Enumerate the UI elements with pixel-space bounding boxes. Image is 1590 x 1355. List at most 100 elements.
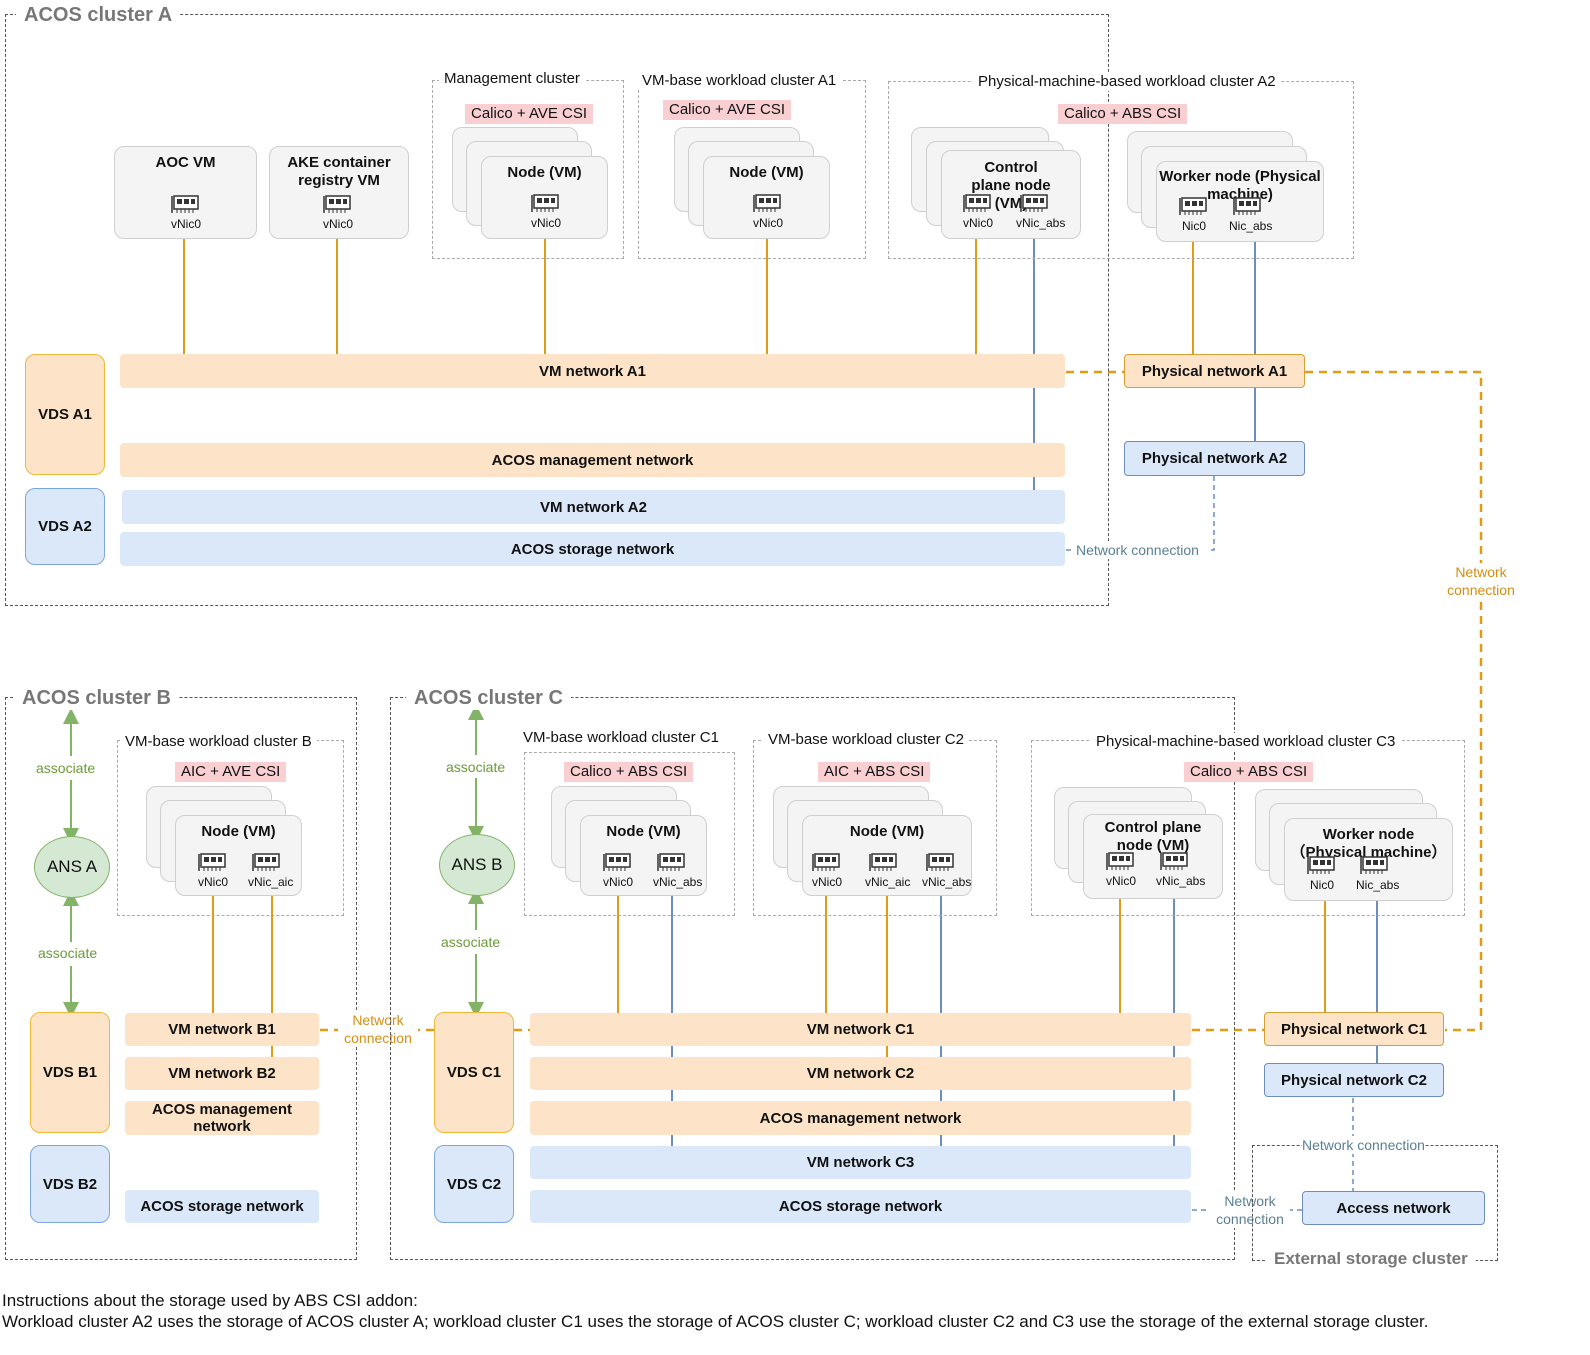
nic-label: vNic_abs	[1016, 216, 1066, 230]
nic-label: vNic0	[962, 216, 993, 230]
ake-registry-card: AKE container registry VM vNic0	[269, 146, 409, 239]
vds-b1: VDS B1	[30, 1012, 110, 1133]
workload-cluster-a1-title: VM-base workload cluster A1	[637, 72, 842, 90]
csi-label: Calico + AVE CSI	[465, 104, 594, 124]
nic-label: vNic_abs	[1156, 874, 1206, 888]
workload-cluster-c2-title: VM-base workload cluster C2	[763, 731, 969, 749]
vds-c1: VDS C1	[434, 1012, 514, 1133]
vm-network-a2: VM network A2	[122, 490, 1065, 524]
network-connection-label: Network connection	[1210, 1192, 1290, 1228]
nic-label: Nic_abs	[1229, 219, 1273, 233]
worker-node-card: Worker node（Physical machine） Nic0 Nic_a…	[1284, 818, 1453, 901]
nic-label: vNic_aic	[248, 875, 294, 889]
network-connection-label: Network connection	[1076, 541, 1199, 559]
vm-network-c2: VM network C2	[530, 1057, 1191, 1090]
vnic0-icon: vNic0	[808, 852, 846, 889]
aoc-vm-card: AOC VM vNic0	[114, 146, 257, 239]
acos-cluster-c	[390, 697, 1235, 1260]
nic-label: vNic0	[811, 875, 842, 889]
nic-label: vNic0	[530, 216, 561, 230]
network-connection-label: Network connection	[1302, 1136, 1425, 1154]
vnic0-icon: vNic0	[1102, 851, 1140, 888]
node-vm-card: Node (VM) vNic0	[703, 156, 830, 239]
node-vm-card: Node (VM) vNic0 vNic_aic	[175, 815, 302, 896]
nic-label: Nic0	[1309, 878, 1334, 892]
nic-label: Nic0	[1181, 219, 1206, 233]
access-network: Access network	[1302, 1191, 1485, 1225]
workload-cluster-b-title: VM-base workload cluster B	[120, 733, 317, 751]
cluster-a-title: ACOS cluster A	[16, 3, 181, 27]
vnic-abs-icon: vNic_abs	[922, 852, 972, 889]
nic-label: vNic0	[197, 875, 228, 889]
nic-label: vNic0	[602, 875, 633, 889]
nic-abs-icon: Nic_abs	[1356, 855, 1400, 892]
vds-c2: VDS C2	[434, 1145, 514, 1223]
cluster-b-title: ACOS cluster B	[14, 686, 179, 710]
aoc-vm-title: AOC VM	[155, 154, 216, 171]
nic-label: vNic_abs	[653, 875, 703, 889]
vnic0-icon: vNic0	[194, 852, 232, 889]
csi-label: AIC + AVE CSI	[175, 762, 287, 782]
control-plane-title: Control plane node (VM)	[1104, 819, 1202, 854]
nic0-icon: Nic0	[1175, 196, 1213, 233]
acos-management-network-b: ACOS management network	[125, 1101, 319, 1135]
acos-cluster-b	[5, 697, 357, 1260]
csi-label: Calico + ABS CSI	[1058, 104, 1188, 124]
csi-label: AIC + ABS CSI	[818, 762, 931, 782]
vnic-abs-icon: vNic_abs	[653, 852, 703, 889]
acos-storage-network-b: ACOS storage network	[125, 1190, 319, 1223]
nic-label: vNic0	[170, 217, 201, 231]
node-vm-title: Node (VM)	[606, 823, 681, 840]
nic0-icon: Nic0	[1303, 855, 1341, 892]
node-vm-title: Node (VM)	[507, 164, 582, 181]
vm-network-c1: VM network C1	[530, 1013, 1191, 1046]
ake-registry-title: AKE container registry VM	[287, 154, 391, 189]
vnic-aic-icon: vNic_aic	[865, 852, 911, 889]
node-vm-card: Node (VM) vNic0 vNic_aic vNic_abs	[802, 815, 972, 896]
vnic-aic-icon: vNic_aic	[248, 852, 294, 889]
workload-cluster-c1-title: VM-base workload cluster C1	[518, 729, 724, 747]
nic-label: vNic0	[1105, 874, 1136, 888]
acos-cluster-a	[5, 14, 1109, 606]
vm-network-c3: VM network C3	[530, 1146, 1191, 1179]
nic-label: Nic_abs	[1356, 878, 1400, 892]
node-vm-title: Node (VM)	[849, 823, 925, 840]
node-vm-card: Node (VM) vNic0 vNic_abs	[580, 815, 707, 896]
physical-network-c2: Physical network C2	[1264, 1063, 1444, 1097]
associate-label: associate	[36, 759, 96, 777]
cluster-c-title: ACOS cluster C	[406, 686, 571, 710]
associate-label: associate	[38, 944, 98, 962]
vds-a1: VDS A1	[25, 354, 105, 475]
storage-note-title: Instructions about the storage used by A…	[2, 1291, 418, 1310]
physical-network-c1: Physical network C1	[1264, 1012, 1444, 1046]
management-cluster-title: Management cluster	[439, 70, 585, 88]
csi-label: Calico + ABS CSI	[564, 762, 694, 782]
csi-label: Calico + ABS CSI	[1184, 762, 1314, 782]
network-connection-label: Network connection	[1441, 563, 1521, 599]
vnic0-icon: vNic0	[599, 852, 637, 889]
ans-b: ANS B	[439, 834, 515, 896]
acos-management-network-c: ACOS management network	[530, 1101, 1191, 1135]
ans-a: ANS A	[34, 836, 110, 898]
acos-storage-network-a: ACOS storage network	[120, 532, 1065, 566]
node-vm-card: Node (VM) vNic0	[481, 156, 608, 239]
nic-label: vNic_abs	[922, 875, 972, 889]
nic-label: vNic_aic	[865, 875, 911, 889]
node-vm-title: Node (VM)	[729, 164, 804, 181]
workload-cluster-c3-title: Physical-machine-based workload cluster …	[1091, 733, 1401, 751]
vm-network-b1: VM network B1	[125, 1013, 319, 1046]
associate-label: associate	[441, 933, 501, 951]
workload-cluster-c1	[524, 752, 735, 916]
vnic0-icon: vNic0	[749, 193, 787, 230]
vnic-abs-icon: vNic_abs	[1156, 851, 1206, 888]
vds-a2: VDS A2	[25, 488, 105, 565]
vnic0-icon: vNic0	[167, 194, 205, 231]
vnic0-icon: vNic0	[319, 194, 357, 231]
physical-network-a2: Physical network A2	[1124, 441, 1305, 476]
acos-storage-network-c: ACOS storage network	[530, 1190, 1191, 1223]
nic-abs-icon: Nic_abs	[1229, 196, 1273, 233]
nic-label: vNic0	[752, 216, 783, 230]
control-plane-card: Control plane node (VM) vNic0 vNic_abs	[941, 150, 1081, 239]
vm-network-b2: VM network B2	[125, 1057, 319, 1090]
external-storage-cluster-title: External storage cluster	[1266, 1249, 1476, 1269]
